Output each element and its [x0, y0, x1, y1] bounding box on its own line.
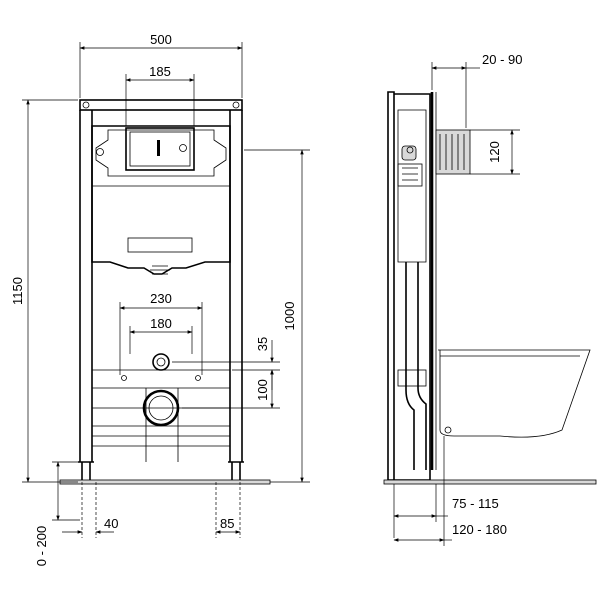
side-view: 20 - 90 120 75 - 115 120 - 180: [384, 52, 596, 546]
cistern-top-frame: [96, 130, 226, 176]
dim-drain-height-label: 100: [255, 379, 270, 401]
bolt-bracket: [92, 370, 230, 388]
dim-bolt-spacing-label: 180: [150, 316, 172, 331]
left-upright: [80, 110, 92, 462]
service-box: [128, 238, 192, 252]
bolt-hole-right: [196, 376, 201, 381]
adjustable-legs: [82, 462, 240, 480]
mount-hole-left: [83, 102, 89, 108]
dim-frame-height-label: 1000: [282, 302, 297, 331]
dim-inlet-height-label: 120: [487, 141, 502, 163]
inlet-pipe-bore: [157, 358, 165, 366]
dim-depth-large-label: 120 - 180: [452, 522, 507, 537]
pipe-bracket: [398, 370, 426, 386]
bolt-hole-left: [122, 376, 127, 381]
dim-depth-small-extension: [394, 484, 436, 538]
front-view: 500 185 1150 1000 230 180 35 100 0 - 200: [10, 32, 310, 566]
dim-leg-left-extension: [82, 482, 96, 538]
dim-height-label: 1150: [10, 277, 25, 305]
dim-wall-range-label: 20 - 90: [482, 52, 522, 67]
floor-slab: [60, 480, 270, 484]
down-pipe: [406, 262, 426, 470]
inlet-pipe: [153, 354, 169, 370]
valve-ribs: [402, 168, 418, 180]
actuator-icon: [180, 145, 187, 152]
dim-inlet-spacing-label: 230: [150, 291, 172, 306]
inlet-fitting: [436, 130, 470, 174]
dim-wall-range-extension: [432, 62, 466, 128]
valve-bracket: [398, 164, 422, 186]
dim-depth-small-label: 75 - 115: [452, 496, 499, 511]
dim-inlet-spacing-extension: [120, 302, 202, 375]
dim-leg-adjust-label: 0 - 200: [34, 526, 49, 566]
mount-hole-right: [233, 102, 239, 108]
wc-bowl-outline: [438, 350, 590, 437]
flush-valve-mark: [157, 140, 160, 156]
dim-leg-adjust-extension: [52, 462, 80, 520]
top-rail: [80, 100, 242, 110]
dim-height-extension: [22, 100, 78, 482]
wall-backing: [388, 92, 394, 480]
lower-crossbar: [92, 436, 230, 446]
drain-bracket: [92, 408, 230, 426]
dim-leg-left-label: 40: [104, 516, 118, 531]
right-upright: [230, 110, 242, 462]
wc-fixing-bolt: [445, 427, 451, 433]
cistern-side-icon: [97, 149, 104, 156]
dim-drain-offset-label: 35: [255, 337, 270, 351]
dim-frame-height-extension: [244, 150, 310, 482]
dim-leg-right-label: 85: [220, 516, 234, 531]
dim-width-label: 500: [150, 32, 172, 47]
dim-flush-plate-label: 185: [149, 64, 171, 79]
side-floor-slab: [384, 480, 596, 484]
